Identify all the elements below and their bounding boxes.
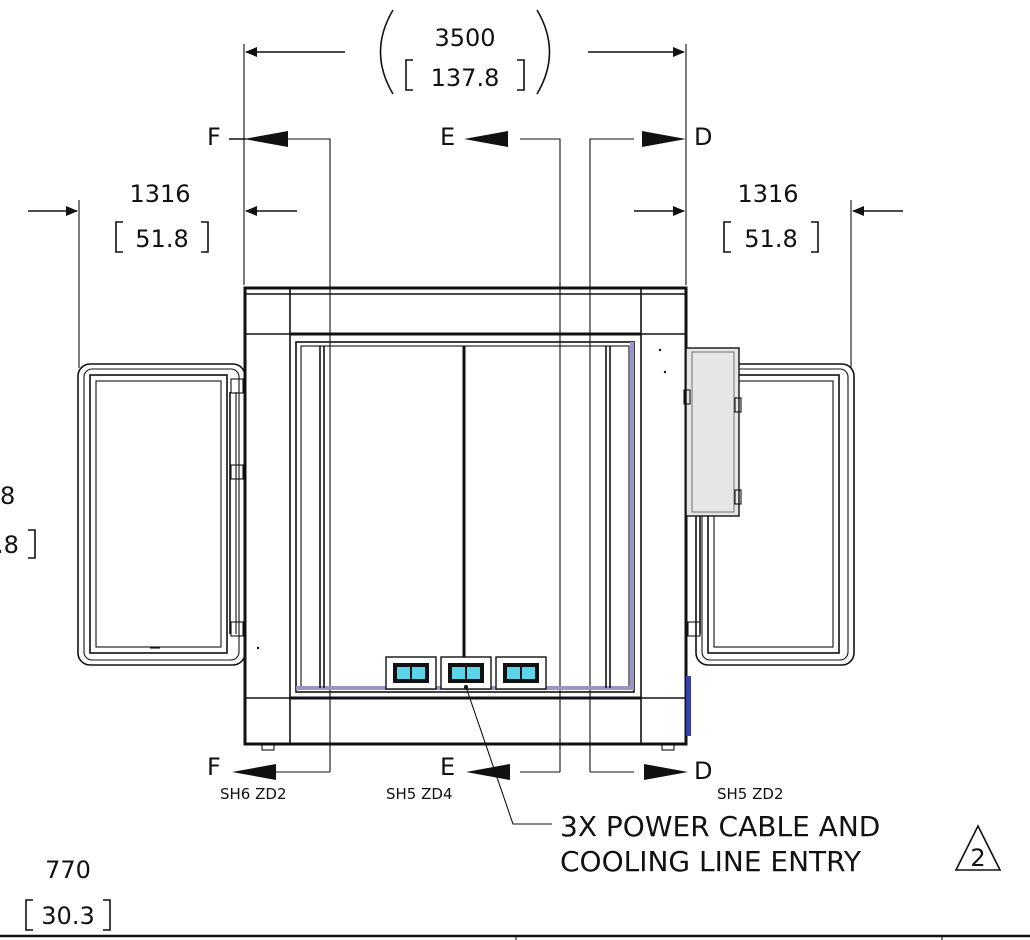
section-label-d-top: D bbox=[694, 123, 712, 151]
right-door bbox=[683, 347, 855, 666]
left-door-in: 51.8 bbox=[135, 225, 188, 253]
callout-line1: 3X POWER CABLE AND bbox=[560, 810, 880, 843]
left-height-in: .8 bbox=[0, 531, 19, 559]
section-label-f-bottom: F bbox=[207, 753, 221, 781]
section-ref-left: SH6 ZD2 bbox=[220, 785, 286, 803]
callout-line2: COOLING LINE ENTRY bbox=[560, 845, 862, 878]
bottom-dimension: 770 30.3 bbox=[25, 856, 111, 931]
power-entry-module bbox=[385, 656, 437, 690]
section-ref-right: SH5 ZD2 bbox=[717, 785, 783, 803]
overall-width-dimension: 3500 137.8 bbox=[243, 9, 687, 285]
callout-leader bbox=[464, 685, 552, 825]
section-label-d-bottom: D bbox=[694, 757, 712, 785]
left-door bbox=[77, 363, 246, 666]
bottom-mm: 770 bbox=[45, 856, 91, 884]
revision-number: 2 bbox=[970, 844, 985, 872]
revision-triangle: 2 bbox=[954, 824, 1002, 872]
section-cut-e: E E SH5 ZD4 bbox=[386, 123, 561, 803]
overall-width-mm: 3500 bbox=[434, 24, 495, 52]
right-door-dimension: 1316 51.8 bbox=[634, 180, 903, 368]
left-height-dimension: 8 .8 bbox=[0, 482, 36, 559]
power-entry-module bbox=[440, 656, 492, 690]
left-door-mm: 1316 bbox=[129, 180, 190, 208]
section-label-e-bottom: E bbox=[440, 753, 455, 781]
callout-text: 3X POWER CABLE AND COOLING LINE ENTRY bbox=[560, 810, 880, 878]
left-door-dimension: 1316 51.8 bbox=[28, 180, 297, 368]
power-entry-module bbox=[495, 656, 547, 690]
section-cut-d: D D SH5 ZD2 bbox=[589, 123, 783, 803]
left-height-mm: 8 bbox=[0, 482, 15, 510]
section-label-f-top: F bbox=[207, 123, 221, 151]
section-cut-f: F F SH6 ZD2 bbox=[207, 123, 331, 803]
bottom-in: 30.3 bbox=[41, 902, 94, 930]
section-label-e-top: E bbox=[440, 123, 455, 151]
section-ref-center: SH5 ZD4 bbox=[386, 785, 452, 803]
title-block-border bbox=[0, 934, 1030, 940]
overall-width-in: 137.8 bbox=[431, 64, 500, 92]
power-entry-modules bbox=[385, 656, 547, 690]
right-door-mm: 1316 bbox=[737, 180, 798, 208]
right-door-in: 51.8 bbox=[744, 225, 797, 253]
